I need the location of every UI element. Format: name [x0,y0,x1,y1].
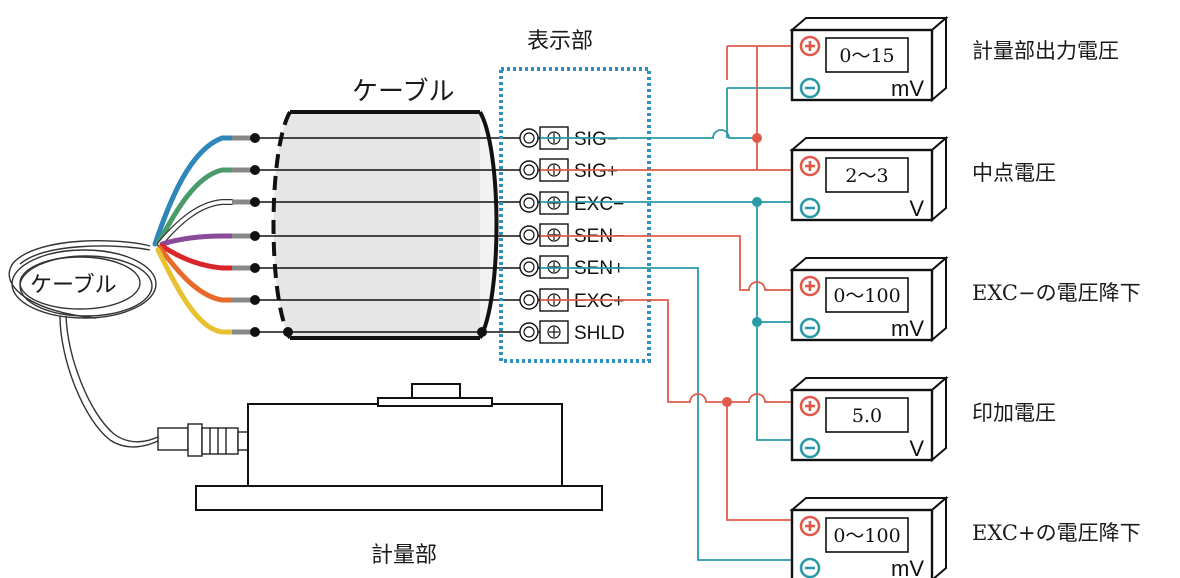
meter-3: 0〜100 mV EXC−の電圧降下 [789,255,1141,343]
meter-value: 0〜100 [833,525,900,547]
wire-blue [152,135,235,247]
terminal-ring-icon [519,290,539,310]
meter-list: 0〜15 mV 計量部出力電圧 2〜3V 中点電圧 0〜100 mV EXC−の電圧降下 5.0… [789,15,1141,578]
wire-sig-plus [540,46,758,171]
terminal-label: EXC− [574,194,624,215]
terminal-ring-icon [519,225,539,245]
meter-caption: 中点電圧 [972,161,1056,185]
meter-value: 2〜3 [845,165,888,187]
wire-exc-plus [540,299,800,403]
terminal-row: EXC− [519,191,624,215]
meter-1: 0〜15 mV 計量部出力電圧 [789,15,1119,103]
weighing-unit-label: 計量部 [371,543,437,568]
cable-label: ケーブル [352,77,454,107]
wire-sig-minus [540,129,757,139]
wire-green [155,167,235,247]
meter-unit: V [909,436,924,461]
wire-ferrules [232,135,252,335]
wire-orange [157,245,235,303]
meter-display [825,277,909,313]
meter-caption: 印加電圧 [972,401,1056,425]
meter-display [825,517,909,553]
terminal-row: SIG+ [519,158,618,182]
meter-unit: mV [891,556,924,578]
display-section-label: 表示部 [527,29,593,54]
fanout-wires [152,135,235,335]
wire-red [159,243,235,271]
meter-5: 0〜100 mV EXC+の電圧降下 [789,495,1141,578]
meter-4: 5.0V 印加電圧 [789,375,1056,463]
cable-coil-label: ケーブル [30,273,117,298]
terminal-ring-icon [519,257,539,277]
meter-caption: EXC+の電圧降下 [972,521,1141,545]
meter-unit: mV [891,316,924,341]
terminal-ring-icon [519,322,539,342]
meter-display [825,397,909,433]
terminal-block-outline [499,67,651,363]
meter-unit: mV [891,76,924,101]
meter-caption: EXC−の電圧降下 [972,281,1141,305]
terminal-ring-icon [519,160,539,180]
junction-dots [722,133,762,407]
wire-sen-plus [540,267,800,561]
wire-sen-minus [540,235,800,291]
meter-value: 0〜100 [833,285,900,307]
meter-2: 2〜3V 中点電圧 [789,135,1056,223]
terminal-label: SIG+ [574,161,618,182]
terminal-ring-icon [519,193,539,213]
cable-cylinder [271,110,499,340]
weighing-unit [195,383,603,511]
meter-value: 0〜15 [839,45,894,67]
wire-yellow [155,247,235,335]
terminal-label: SHLD [574,323,625,344]
terminal-label: SIG− [574,129,618,150]
meter-unit: V [909,196,924,221]
meter-display [825,157,909,193]
terminal-row: SHLD [519,320,625,344]
terminal-label: EXC+ [574,291,624,312]
meter-display [825,37,909,73]
cable-coil [8,239,161,448]
wire-purple [159,233,235,247]
terminal-ring-icon [519,128,539,148]
cable-connector [157,423,249,457]
meter-value: 5.0 [852,405,882,427]
cable-wire-dots [250,133,487,337]
cable-inner-wires [255,137,540,333]
meter-caption: 計量部出力電圧 [972,39,1119,63]
wire-excp-bus [726,402,800,521]
